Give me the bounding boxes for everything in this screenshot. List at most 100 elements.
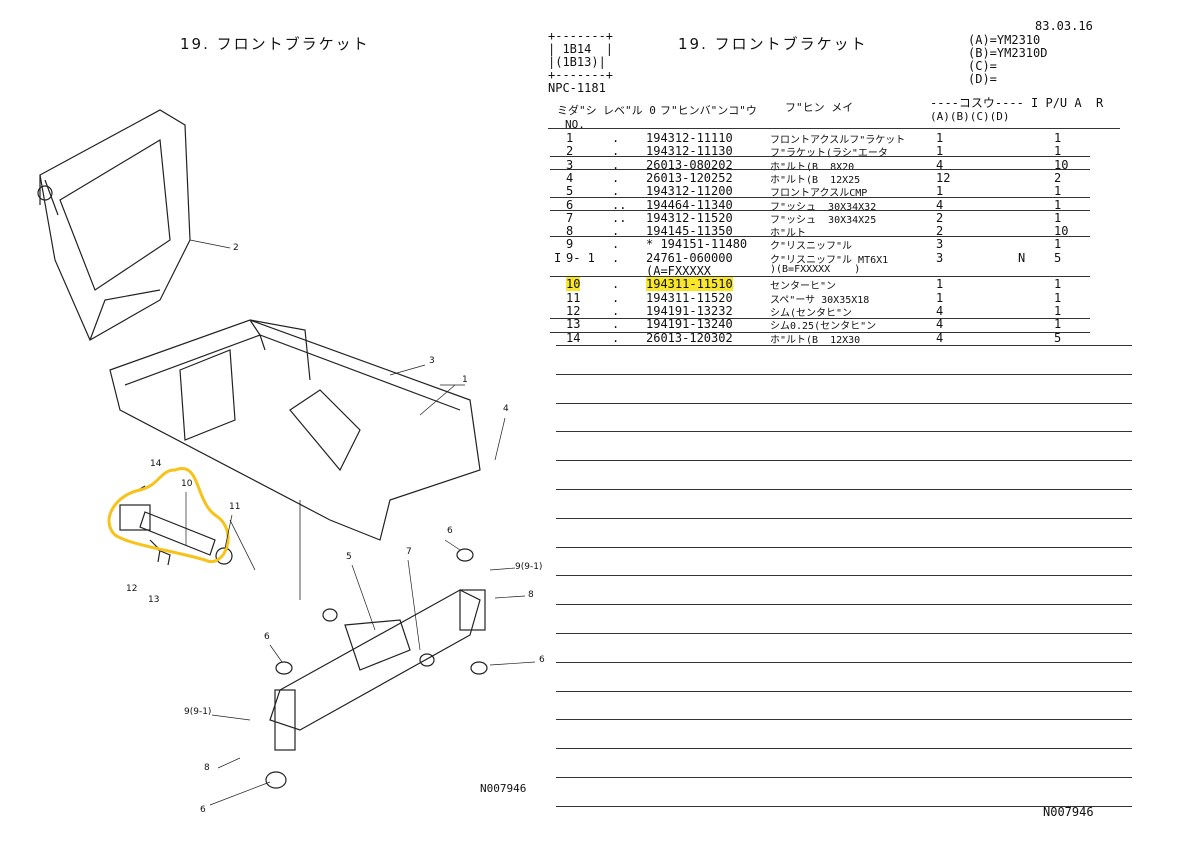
section-box-top: +-------+: [548, 29, 614, 43]
cell-n: N: [1018, 250, 1026, 265]
cell-qty: 2: [936, 210, 944, 225]
cell-no: 9: [566, 237, 574, 252]
cell-part: 24761-060000: [646, 250, 733, 265]
blank-rule: [556, 460, 1132, 461]
cell-lvl: .: [612, 330, 620, 345]
row-rule: [550, 210, 1090, 211]
callout-1: 1: [462, 375, 468, 385]
cell-name: ク"リスニッフ"ル: [770, 241, 853, 253]
col-no: NO.: [565, 118, 585, 131]
cell-part: 26013-120252: [646, 170, 733, 185]
cell-no: 4: [566, 170, 574, 185]
cell-lvl: .: [612, 277, 620, 292]
callout-2: 2: [233, 243, 239, 253]
cell-part: 194191-13232: [646, 303, 733, 318]
cell-pu: 1: [1054, 131, 1062, 145]
cell-no: 10: [566, 277, 581, 292]
cell-name: ホ"ルト(B 8X20: [770, 161, 855, 173]
radiator-bracket-drawing: [37, 109, 231, 341]
cell-pu: 1: [1054, 303, 1062, 318]
cell-no: 5: [566, 184, 574, 199]
center-pin-drawing: [119, 485, 301, 600]
callout-13: 13: [148, 595, 160, 605]
cell-lvl: ..: [612, 210, 627, 225]
blank-rule: [556, 345, 1132, 346]
blank-rule: [556, 748, 1132, 749]
cell-pu: 5: [1054, 330, 1062, 345]
cell-lvl: .: [612, 131, 620, 145]
cell-qty: 1: [936, 131, 944, 145]
row-rule: [550, 276, 1090, 277]
cell-pu: 1: [1054, 144, 1062, 159]
col-part-number: フ"ヒンバ"ンコ"ウ: [660, 104, 757, 117]
cell-no: 11: [566, 290, 581, 305]
diagram-title: 19. フロントブラケット: [180, 35, 370, 53]
blank-rule: [556, 547, 1132, 548]
callout-10: 10: [181, 479, 193, 489]
cell-no: 14: [566, 330, 581, 345]
diagram-drawing-number: N007946: [480, 782, 527, 795]
callout-12: 12: [126, 584, 138, 594]
cell-pu: 2: [1054, 170, 1062, 185]
col-quantity: ----コスウ---- I P/U A R: [930, 96, 1104, 110]
cell-name: シム(センタヒ"ン: [770, 307, 853, 319]
cell-pu: 1: [1054, 277, 1062, 292]
front-axle-drawing: [265, 548, 488, 789]
callout-11: 11: [229, 502, 241, 512]
cell-qty: 1: [936, 290, 944, 305]
cell-qty: 4: [936, 157, 944, 172]
cell-qty: 3: [936, 250, 944, 265]
callout-6: 6: [447, 526, 453, 536]
cell-name: シム0.25(センタヒ"ン: [770, 321, 877, 333]
cell-lvl: .: [612, 170, 620, 185]
cell-pu: 1: [1054, 197, 1062, 212]
blank-rule: [556, 777, 1132, 778]
cell-part: 194311-11510: [646, 277, 733, 292]
cell-qty: 4: [936, 317, 944, 332]
model-d: (D)=: [968, 72, 997, 86]
callout-3: 3: [429, 356, 435, 366]
cell-name: ホ"ルト(B 12X30: [770, 334, 861, 346]
blank-rule: [556, 575, 1132, 576]
row-rule: [550, 169, 1090, 170]
blank-rule: [556, 604, 1132, 605]
cell-qty: 2: [936, 224, 944, 239]
cell-qty: 1: [936, 144, 944, 159]
cell-name: フ"ッシュ 30X34X32: [770, 201, 877, 213]
cell-name: )(B=FXXXXX ): [770, 264, 861, 275]
cell-no: 13: [566, 317, 581, 332]
front-frame-drawing: [109, 319, 481, 541]
cell-pu: 10: [1054, 224, 1069, 239]
cell-name: フロントアクスルフ"ラケット: [770, 135, 906, 146]
cell-no: 8: [566, 224, 574, 239]
cell-pu: 1: [1054, 237, 1062, 252]
callout-4: 4: [503, 404, 509, 414]
cell-part: 194191-13240: [646, 317, 733, 332]
table-row: (A=FXXXXX)(B=FXXXXX ): [548, 264, 1108, 278]
footer-drawing-number: N007946: [1043, 805, 1094, 819]
cell-name: スペ"ーサ 30X35X18: [770, 294, 870, 306]
cell-lvl: ..: [612, 197, 627, 212]
cell-part: 194464-11340: [646, 197, 733, 212]
cell-qty: 4: [936, 303, 944, 318]
cell-lvl: .: [612, 237, 620, 252]
cell-name: ホ"ルト(B 12X25: [770, 174, 861, 186]
blank-rule: [556, 719, 1132, 720]
cell-pu: 1: [1054, 290, 1062, 305]
blank-rule: [556, 633, 1132, 634]
blank-rule: [556, 806, 1132, 807]
cell-part: 26013-080202: [646, 157, 733, 172]
cell-name: ク"リスニッフ"ル MT6X1: [770, 254, 889, 266]
section-code: | 1B14 |: [548, 42, 614, 56]
col-quantity-models: (A)(B)(C)(D): [930, 110, 1010, 123]
cell-lvl: .: [612, 224, 620, 239]
